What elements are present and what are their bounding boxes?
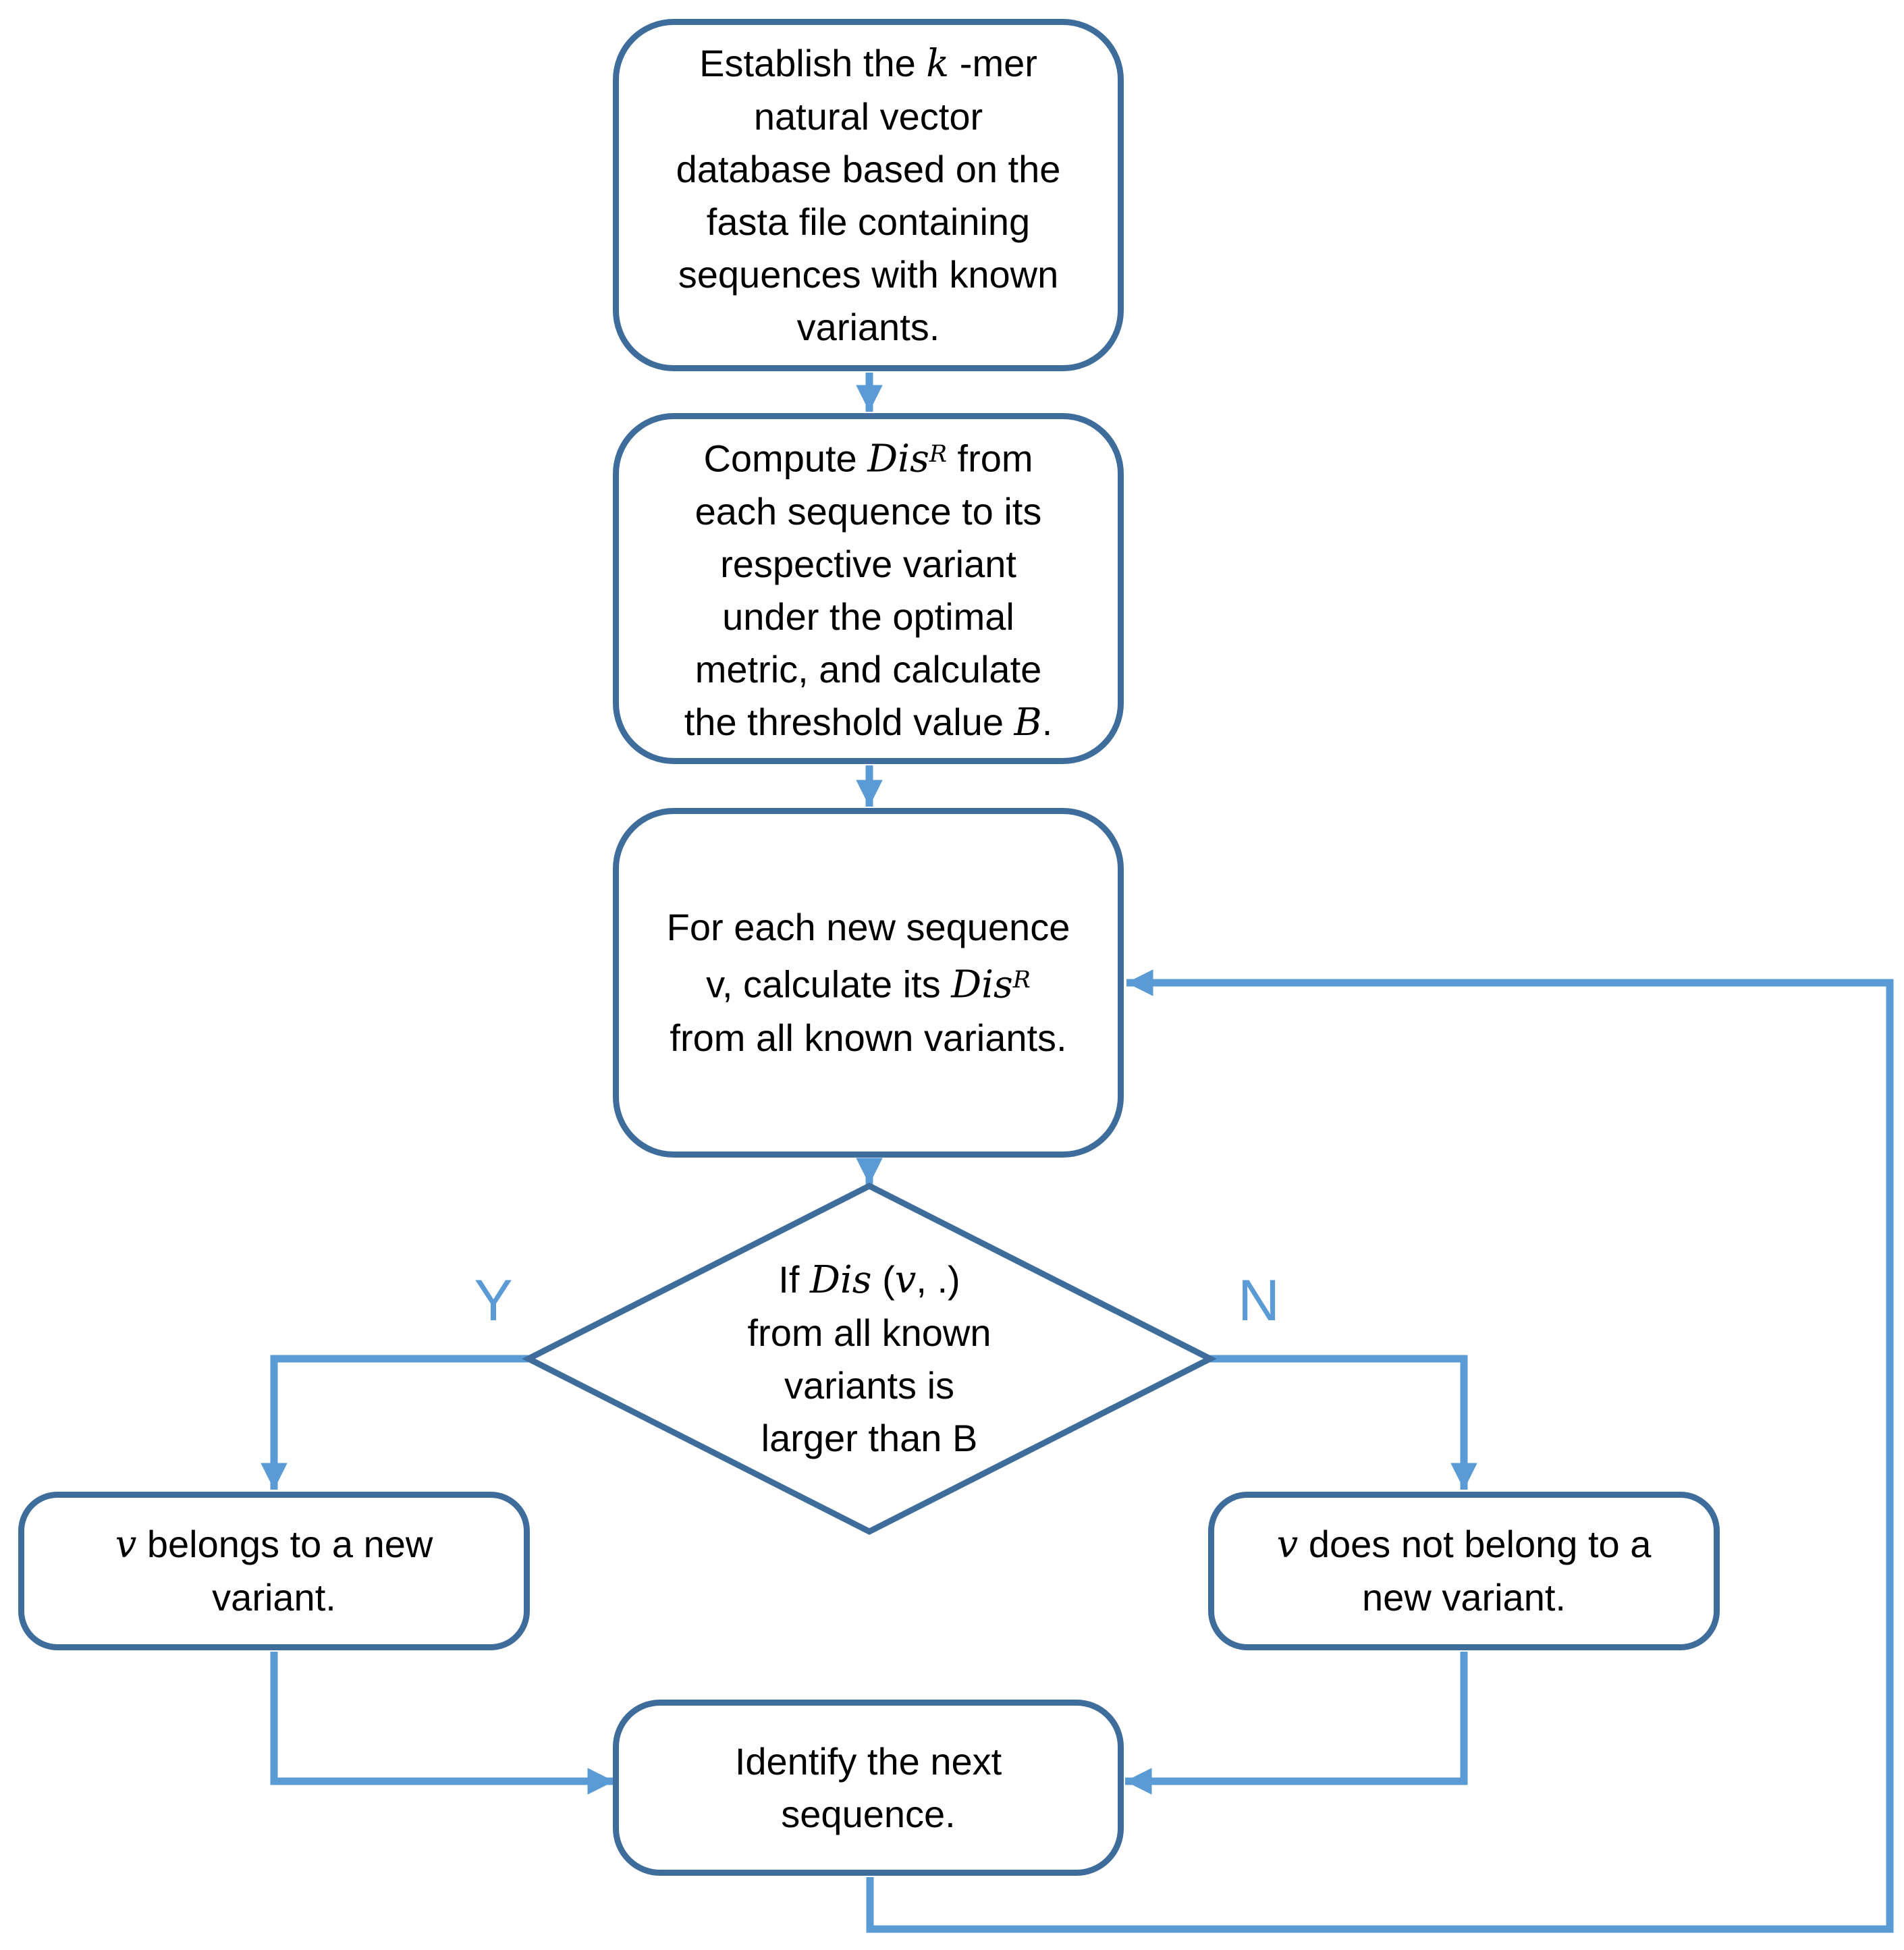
text-segment: Dis (867, 437, 929, 481)
text-line: If Dis (v, .) (778, 1253, 960, 1307)
arrow-loop-identify-to-newsequence (866, 969, 1894, 1933)
text-segment: natural vector (753, 94, 983, 138)
text-segment: belongs to a new (136, 1523, 433, 1565)
text-segment: v (894, 1257, 917, 1302)
text-line: each sequence to its (695, 485, 1042, 538)
text-segment: B (1014, 701, 1042, 745)
text-segment: larger than B (761, 1416, 978, 1459)
text-segment: sequence. (781, 1792, 956, 1835)
text-line: v belongs to a new (115, 1518, 433, 1571)
text-segment: Establish the (699, 41, 927, 84)
text-line: new variant. (1362, 1571, 1566, 1624)
text-segment: each sequence to its (695, 490, 1042, 533)
branch-label-yes: Y (474, 1268, 513, 1333)
text-line: sequences with known (678, 248, 1058, 301)
text-segment: fasta file containing (706, 200, 1031, 243)
text-segment: Identify the next (734, 1739, 1002, 1783)
text-segment: database based on the (676, 147, 1061, 190)
text-line: under the optimal (722, 591, 1014, 643)
text-segment: variant. (212, 1576, 336, 1619)
arrow-notnewvariant-to-identify (1125, 1652, 1468, 1795)
text-line: variants is (784, 1359, 954, 1412)
text-segment: For each new sequence (666, 906, 1070, 949)
text-segment: from (946, 437, 1033, 480)
text-line: metric, and calculate (695, 643, 1042, 696)
text-line: from all known variants. (670, 1012, 1066, 1064)
text-segment: , .) (916, 1257, 960, 1301)
text-line: v, calculate its DisR (706, 954, 1031, 1012)
arrow-decision-no-branch (1210, 1355, 1477, 1490)
text-segment: -mer (949, 41, 1037, 84)
text-segment: variants is (784, 1363, 955, 1407)
decision-diamond-shape (522, 1182, 1217, 1536)
text-segment: new variant. (1362, 1576, 1566, 1619)
text-line: sequence. (781, 1788, 955, 1841)
text-line: from all known (747, 1307, 991, 1359)
result-new-variant: v belongs to a new variant. (18, 1492, 530, 1650)
text-line: the threshold value B. (684, 696, 1053, 749)
arrow-newvariant-to-identify (270, 1652, 614, 1795)
text-line: natural vector (754, 90, 983, 143)
text-segment: v, calculate its (706, 963, 952, 1006)
result-not-new-variant: v does not belong to a new variant. (1208, 1492, 1720, 1650)
text-segment: Dis (809, 1257, 872, 1302)
text-line: Identify the next (735, 1735, 1002, 1788)
text-segment: If (778, 1257, 810, 1301)
text-segment: Dis (951, 963, 1013, 1007)
text-segment: ( (871, 1257, 895, 1301)
text-line: Compute DisR from (703, 428, 1033, 486)
text-segment: does not belong to a (1298, 1523, 1652, 1565)
text-segment: R (929, 440, 947, 468)
text-line: respective variant (720, 538, 1016, 591)
text-line: variant. (212, 1571, 336, 1624)
text-segment: v (1276, 1523, 1299, 1567)
text-segment: under the optimal (722, 595, 1014, 639)
text-segment: variants. (796, 305, 940, 348)
text-segment: . (1041, 701, 1053, 744)
text-line: For each new sequence (667, 901, 1070, 954)
text-segment: respective variant (720, 543, 1016, 586)
text-line: v does not belong to a (1277, 1518, 1652, 1571)
text-segment: metric, and calculate (695, 648, 1042, 691)
text-line: variants. (797, 301, 940, 354)
step-new-sequence-distance: For each new sequence v, calculate its Di… (613, 808, 1124, 1158)
text-segment: v (115, 1523, 137, 1567)
text-segment: from all known variants. (670, 1016, 1067, 1059)
text-line: fasta file containing (707, 196, 1030, 248)
step-identify-next-sequence: Identify the next sequence. (613, 1700, 1124, 1876)
text-segment: sequences with known (678, 252, 1059, 296)
text-segment: Compute (703, 437, 868, 480)
text-line: database based on the (676, 143, 1061, 196)
text-segment: k (926, 41, 950, 86)
arrow-decision-yes-branch (261, 1355, 528, 1490)
text-segment: the threshold value (684, 701, 1014, 744)
text-line: larger than B (761, 1412, 978, 1465)
text-segment: R (1012, 967, 1031, 994)
text-line: Establish the k -mer (699, 37, 1037, 90)
text-segment: from all known (747, 1311, 991, 1354)
branch-label-no: N (1237, 1268, 1280, 1333)
